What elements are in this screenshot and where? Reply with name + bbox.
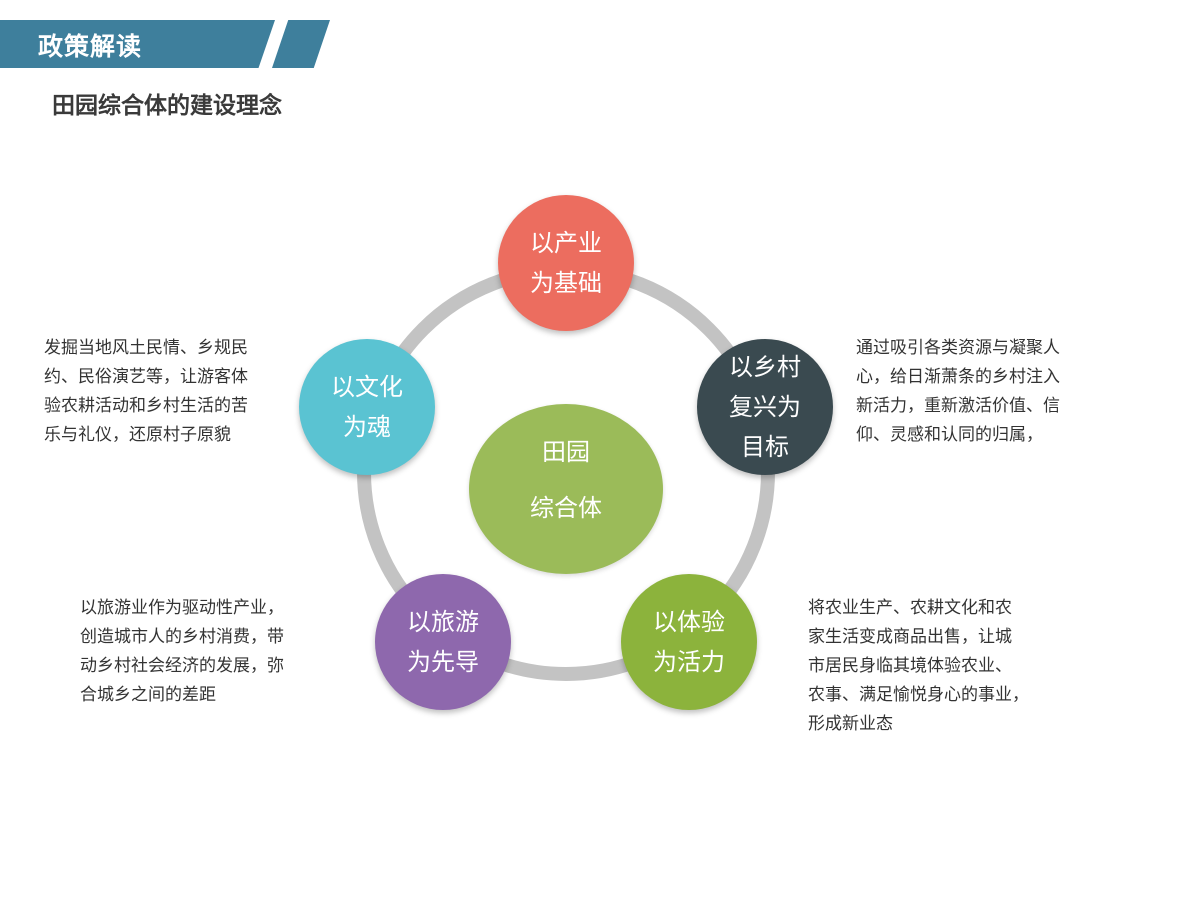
- node-label-line: 目标: [741, 433, 789, 461]
- node-experience: 以体验 为活力: [621, 574, 757, 710]
- description-line: 发掘当地风土民情、乡规民: [44, 338, 248, 358]
- description-revival: 通过吸引各类资源与凝聚人 心，给日渐萧条的乡村注入 新活力，重新激活价值、信 仰…: [856, 334, 1060, 450]
- description-line: 仰、灵感和认同的归属，: [856, 425, 1043, 445]
- description-line: 农事、满足愉悦身心的事业，: [808, 685, 1029, 705]
- center-circle: 田园 综合体: [469, 404, 663, 574]
- description-line: 动乡村社会经济的发展，弥: [80, 656, 284, 676]
- node-label-line: 以产业: [530, 229, 602, 257]
- description-tourism: 以旅游业作为驱动性产业， 创造城市人的乡村消费，带 动乡村社会经济的发展，弥 合…: [80, 594, 284, 710]
- description-line: 家生活变成商品出售，让城: [808, 627, 1012, 647]
- node-culture: 以文化 为魂: [299, 339, 435, 475]
- node-tourism: 以旅游 为先导: [375, 574, 511, 710]
- page-subtitle: 田园综合体的建设理念: [52, 93, 282, 119]
- description-line: 合城乡之间的差距: [80, 685, 216, 705]
- description-line: 新活力，重新激活价值、信: [856, 396, 1060, 416]
- node-label-line: 以体验: [653, 608, 725, 636]
- node-label-line: 以旅游: [407, 608, 479, 636]
- description-line: 约、民俗演艺等，让游客体: [44, 367, 248, 387]
- description-line: 心，给日渐萧条的乡村注入: [856, 367, 1060, 387]
- node-label-line: 为基础: [530, 269, 602, 297]
- center-label-line: 综合体: [530, 494, 602, 522]
- center-label-line: 田园: [542, 438, 590, 466]
- description-line: 验农耕活动和乡村生活的苦: [44, 396, 248, 416]
- description-line: 市居民身临其境体验农业、: [808, 656, 1012, 676]
- description-experience: 将农业生产、农耕文化和农 家生活变成商品出售，让城 市居民身临其境体验农业、 农…: [808, 594, 1029, 739]
- description-line: 以旅游业作为驱动性产业，: [80, 598, 284, 618]
- node-industry: 以产业 为基础: [498, 195, 634, 331]
- banner-accent: [272, 20, 330, 68]
- description-line: 创造城市人的乡村消费，带: [80, 627, 284, 647]
- node-label-line: 为先导: [407, 648, 479, 676]
- node-revival: 以乡村 复兴为 目标: [697, 339, 833, 475]
- node-label-line: 以乡村: [729, 353, 801, 381]
- node-label-line: 以文化: [331, 373, 403, 401]
- description-line: 将农业生产、农耕文化和农: [808, 598, 1012, 618]
- description-line: 形成新业态: [808, 714, 893, 734]
- node-label-line: 为魂: [343, 413, 391, 441]
- description-line: 通过吸引各类资源与凝聚人: [856, 338, 1060, 358]
- description-line: 乐与礼仪，还原村子原貌: [44, 425, 231, 445]
- node-label-line: 复兴为: [729, 393, 801, 421]
- node-label-line: 为活力: [653, 648, 725, 676]
- section-banner: [0, 20, 275, 68]
- section-title: 政策解读: [38, 32, 143, 61]
- description-culture: 发掘当地风土民情、乡规民 约、民俗演艺等，让游客体 验农耕活动和乡村生活的苦 乐…: [44, 334, 248, 450]
